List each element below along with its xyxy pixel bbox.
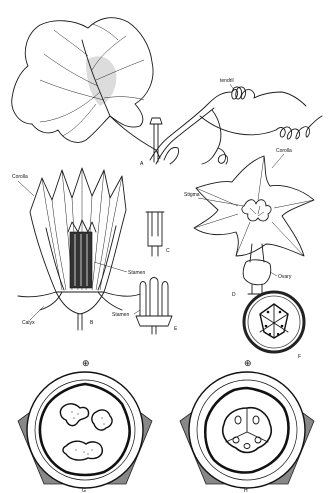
corolla-star <box>194 156 314 256</box>
pedicel <box>78 314 82 330</box>
anther-g-3 <box>63 441 102 460</box>
symbol-h: ⊕ <box>244 359 252 369</box>
tendril-leader-line <box>230 84 234 90</box>
stamens-e-outline <box>136 278 172 327</box>
receptacle <box>56 292 104 314</box>
corolla-label-left: Corolla <box>12 174 28 180</box>
calyx-label: Calyx <box>22 320 35 326</box>
tendril-lower <box>218 148 228 164</box>
stigma-detail <box>250 206 264 216</box>
panel-label-d: D <box>232 292 236 298</box>
panel-label-e: E <box>174 326 178 332</box>
figure-d-pistillate-flower: Corolla Stigma Ovary D <box>184 148 314 298</box>
stigma-leader <box>198 198 244 206</box>
tendril-coil-upper <box>232 87 255 99</box>
figure-e-stamens: Stamen E <box>112 278 178 335</box>
ovary-label: Ovary <box>278 274 292 280</box>
calyx-lobes <box>18 292 140 310</box>
anther-g-2 <box>92 410 112 430</box>
stamen-label-e: Stamen <box>112 312 129 318</box>
stamen-leader-e <box>134 310 140 314</box>
tendril-label: tendril <box>220 78 234 84</box>
corolla-label-right: Corolla <box>276 148 292 154</box>
leaf-outline <box>12 18 153 143</box>
calyx-leader <box>30 306 44 320</box>
stigma-label: Stigma <box>184 192 200 198</box>
stamen-label-b: Stamen <box>128 270 145 276</box>
figure-b-flower: Corolla Stamen Calyx B <box>12 168 145 330</box>
corolla-leader-left <box>18 181 34 196</box>
ovary-neck <box>250 244 264 262</box>
panel-label-b: B <box>90 320 94 326</box>
side-branch <box>200 110 276 164</box>
tendril-upper-end <box>254 92 306 106</box>
figure-c-stamen: C <box>146 212 170 256</box>
figure-a-leaf-branch: tendril A <box>12 18 322 167</box>
ovary <box>243 260 271 285</box>
corolla-star-veins <box>194 156 314 256</box>
figure-g-floral-diagram: ⊕ G <box>18 359 152 493</box>
leaf-petiole <box>110 116 160 158</box>
panel-label-g: G <box>82 488 86 493</box>
corolla-ring-g <box>27 372 143 488</box>
panel-label-a: A <box>140 161 144 167</box>
bud-stalk <box>150 118 162 162</box>
corolla-leader-right <box>272 154 284 168</box>
stamen-c-base <box>152 246 158 256</box>
figure-f-ovary-section: F <box>244 292 304 360</box>
symbol-g: ⊕ <box>82 359 90 369</box>
leaf-shading <box>86 56 116 106</box>
tendril-coil-right <box>276 116 322 139</box>
stamen-c-outline <box>146 212 164 246</box>
small-bud <box>164 148 179 165</box>
ovary-leader <box>270 272 277 276</box>
stigma-lobes <box>242 200 271 221</box>
panel-label-c: C <box>166 248 170 254</box>
figure-h-floral-diagram: ⊕ H <box>180 359 314 493</box>
panel-label-f: F <box>298 354 301 360</box>
stamens-e-stalk <box>152 326 156 334</box>
panel-label-h: H <box>244 488 248 493</box>
